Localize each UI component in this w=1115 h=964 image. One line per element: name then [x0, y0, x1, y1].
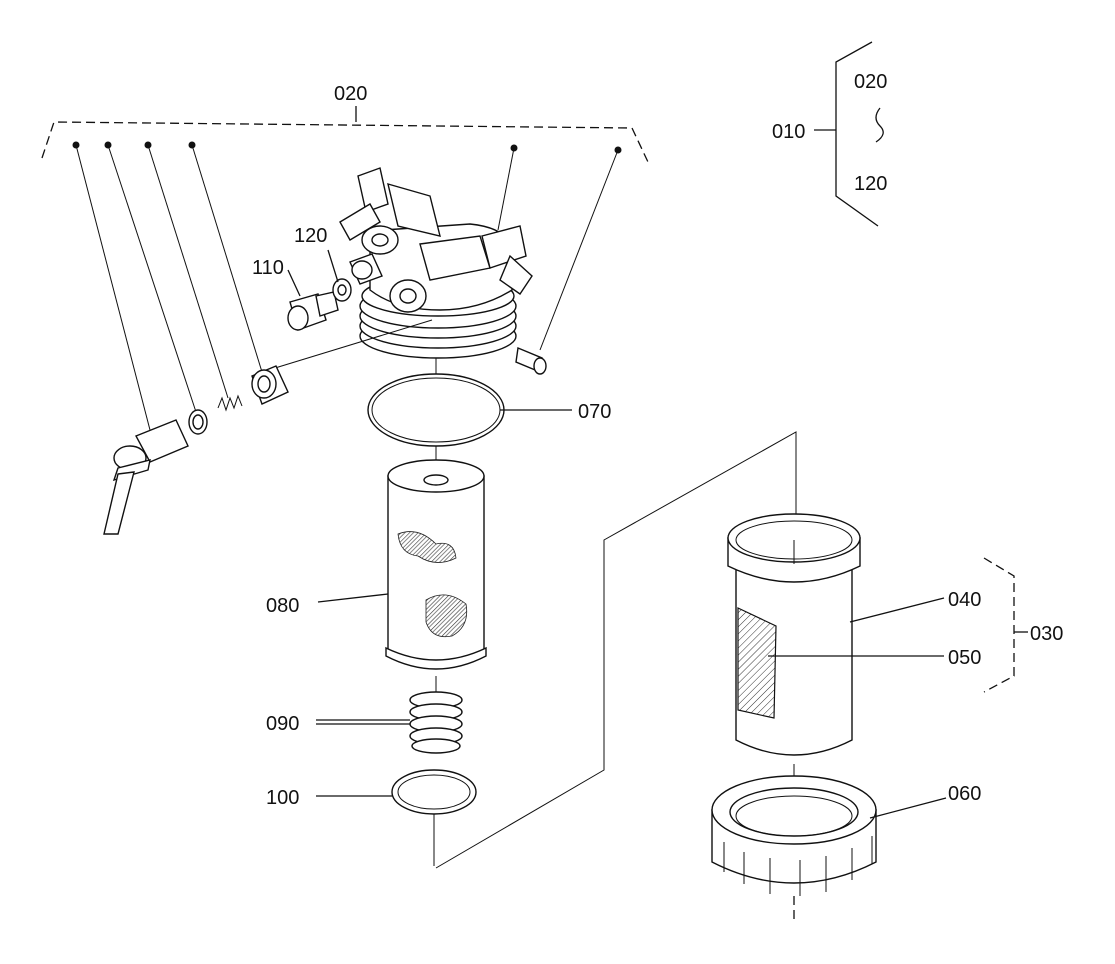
- legend-010-group: 010 020 120: [772, 41, 887, 227]
- callout-120: 120: [294, 225, 327, 247]
- assembly-030-bracket: 030: [983, 557, 1063, 693]
- callout-080: 080: [266, 595, 299, 617]
- callout-060: 060: [948, 783, 981, 805]
- callout-030: 030: [1030, 623, 1063, 645]
- seal-ring-100: 100: [266, 769, 477, 866]
- callout-020: 020: [334, 83, 367, 105]
- bowl-040: 040 050: [727, 513, 981, 790]
- legend-bracket: [835, 41, 879, 227]
- filter-head-body: [339, 167, 547, 380]
- drain-valve-stack: [103, 319, 433, 535]
- legend-range-mark: [875, 107, 884, 143]
- washer-120: 120: [294, 225, 352, 302]
- callout-090: 090: [266, 713, 299, 735]
- callout-050: 050: [948, 647, 981, 669]
- callout-070: 070: [578, 401, 611, 423]
- callout-010: 010: [772, 121, 805, 143]
- o-ring-070: 070: [367, 373, 611, 462]
- legend-range-end: 120: [854, 173, 887, 195]
- callout-110: 110: [252, 257, 284, 279]
- plug-110: 110: [252, 257, 339, 331]
- assembly-020-bracket: 020: [41, 83, 649, 431]
- spring-090: 090: [266, 691, 463, 754]
- connector-path: [435, 431, 797, 869]
- filter-element-080: 080: [266, 459, 487, 692]
- legend-range-start: 020: [854, 71, 887, 93]
- callout-040: 040: [948, 589, 981, 611]
- callout-100: 100: [266, 787, 299, 809]
- ring-nut-060: 060: [711, 775, 981, 924]
